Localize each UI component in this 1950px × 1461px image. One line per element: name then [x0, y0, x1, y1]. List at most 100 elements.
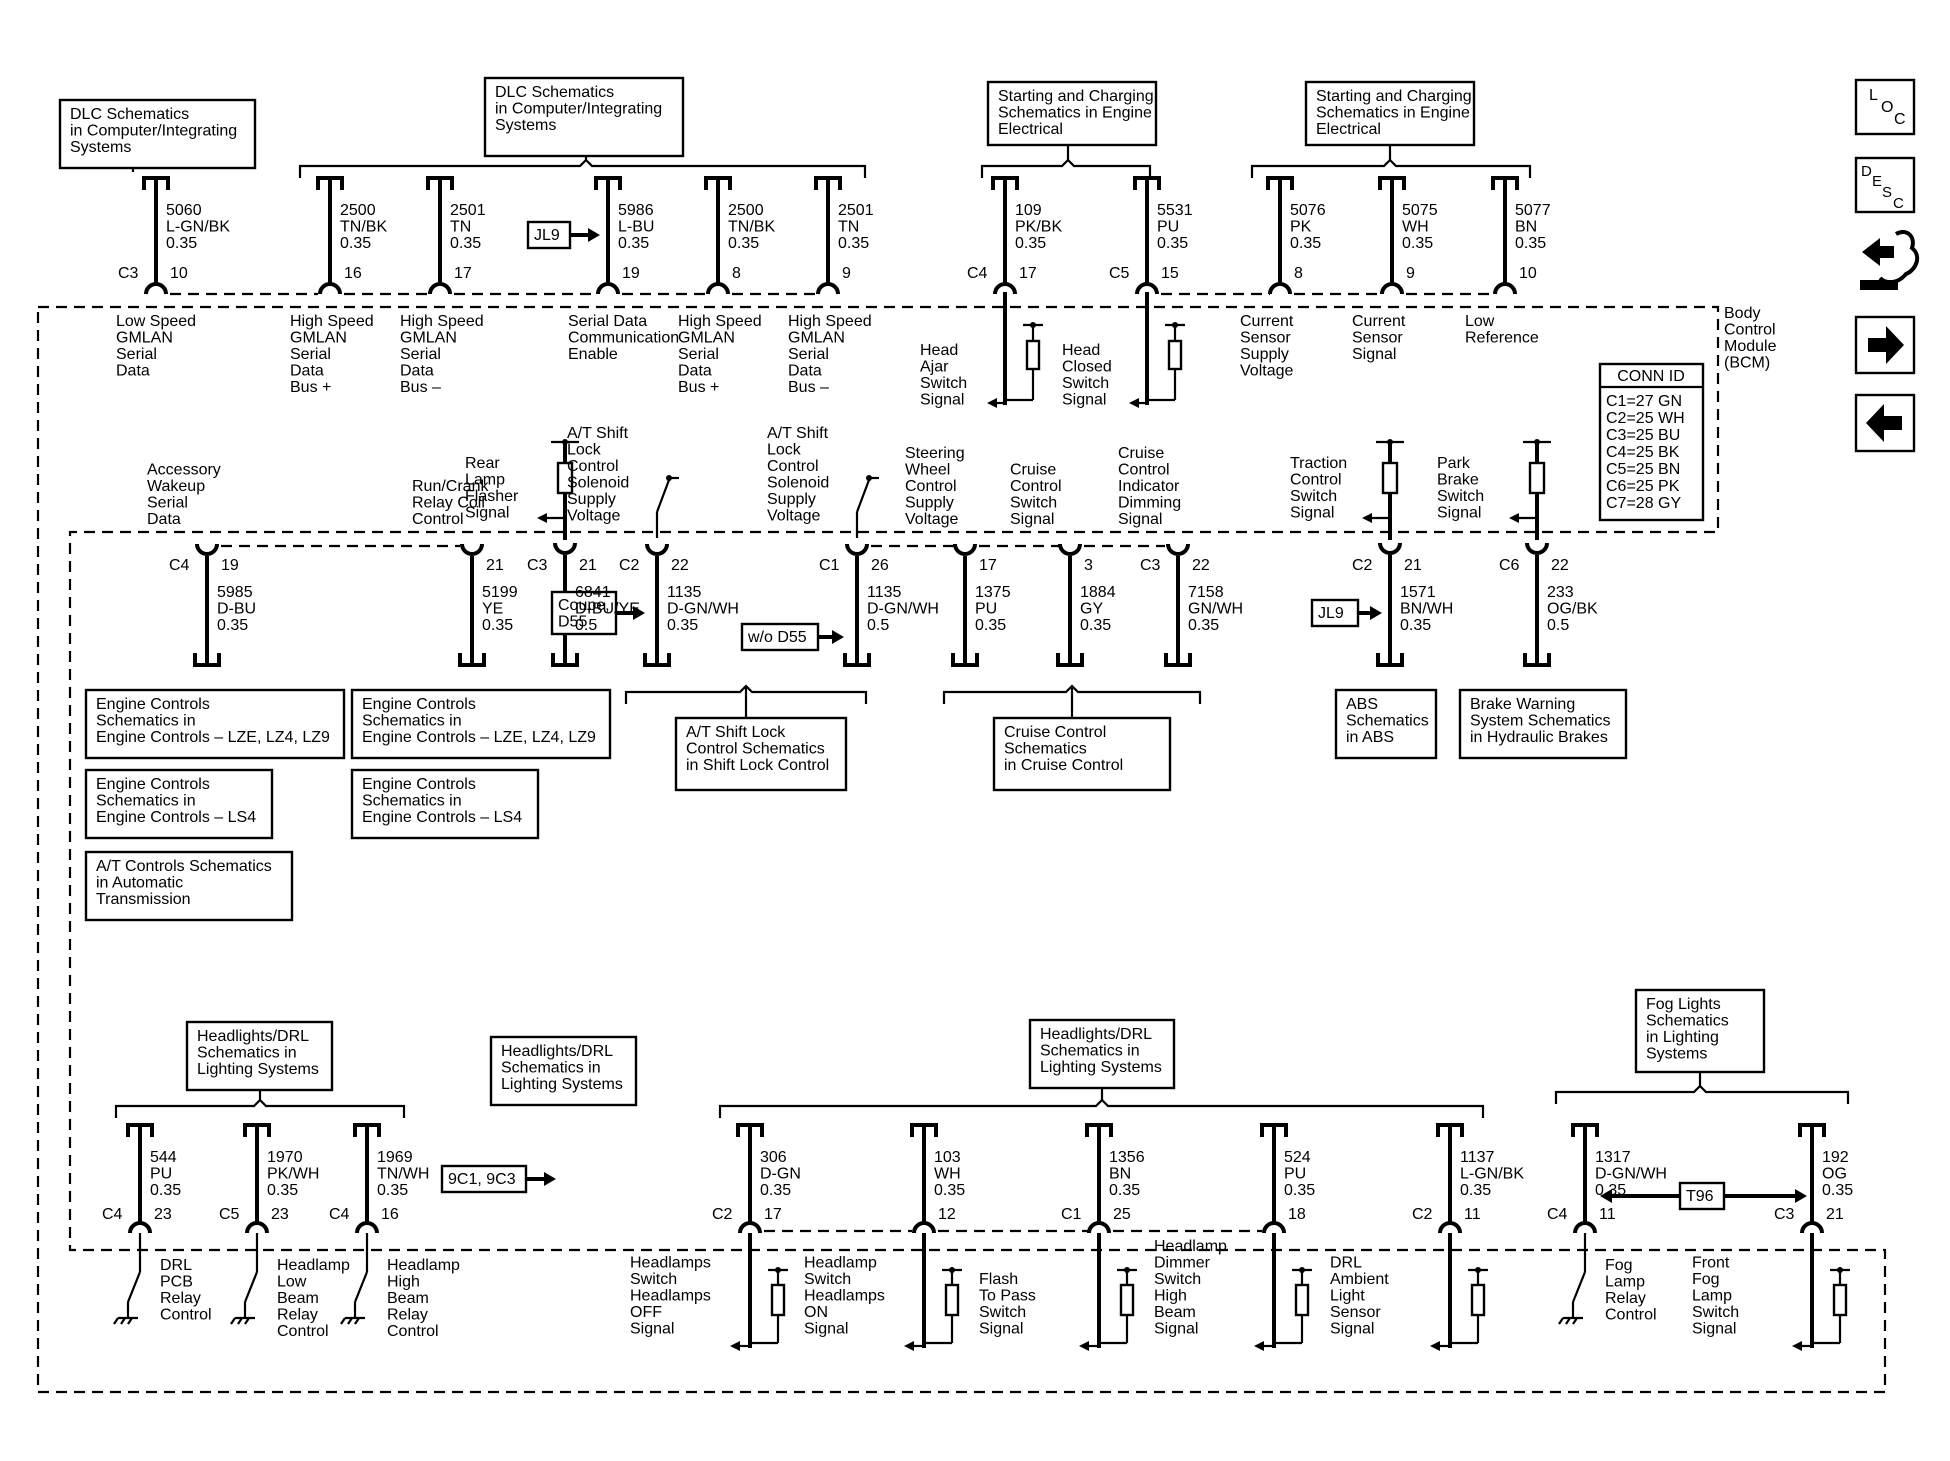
plug-symbol: [843, 653, 871, 667]
connector-terminal: [1087, 1221, 1111, 1234]
reference-box-frame: [674, 716, 848, 792]
option-tag[interactable]: 9C1, 9C3: [440, 1164, 528, 1194]
connector-terminal: [1573, 1221, 1597, 1234]
connector-id: C2: [1352, 557, 1373, 574]
connector-id: C4: [967, 265, 988, 282]
option-tag-frame: [526, 220, 572, 250]
arrow-left-icon[interactable]: [1854, 393, 1916, 453]
connector-terminal: [1525, 542, 1549, 555]
option-tag[interactable]: T96: [1678, 1181, 1726, 1211]
arrow-right-icon[interactable]: [1854, 315, 1916, 375]
plug-symbol: [1571, 1123, 1599, 1137]
pin-number: 10: [1519, 265, 1537, 282]
connector-terminal: [245, 1221, 269, 1234]
reference-box-frame: [1334, 688, 1438, 760]
pin-number: 17: [454, 265, 472, 282]
connector-terminal: [1493, 282, 1517, 295]
loc-icon[interactable]: L O C: [1854, 78, 1916, 136]
pin-number: 23: [154, 1206, 172, 1223]
connector-id: C2: [712, 1206, 733, 1223]
option-tag[interactable]: w/o D55: [740, 622, 820, 652]
connector-terminal: [1135, 282, 1159, 295]
option-tag[interactable]: Coupe,D55: [550, 590, 618, 636]
schematic-icon[interactable]: [1860, 229, 1920, 290]
desc-icon[interactable]: D E S C: [1854, 156, 1916, 214]
connector-terminal: [195, 543, 219, 556]
option-tag[interactable]: JL9: [1310, 598, 1360, 628]
conn-id-row: C4=25 BK: [1606, 444, 1680, 461]
ground-symbol: [113, 1316, 138, 1325]
pin-number: 11: [1599, 1206, 1616, 1223]
pin-number: 8: [1294, 265, 1303, 282]
option-tag[interactable]: JL9: [526, 220, 572, 250]
pin-number: 22: [671, 557, 689, 574]
reference-box-frame: [489, 1035, 638, 1107]
harness-bracket: [298, 158, 867, 178]
